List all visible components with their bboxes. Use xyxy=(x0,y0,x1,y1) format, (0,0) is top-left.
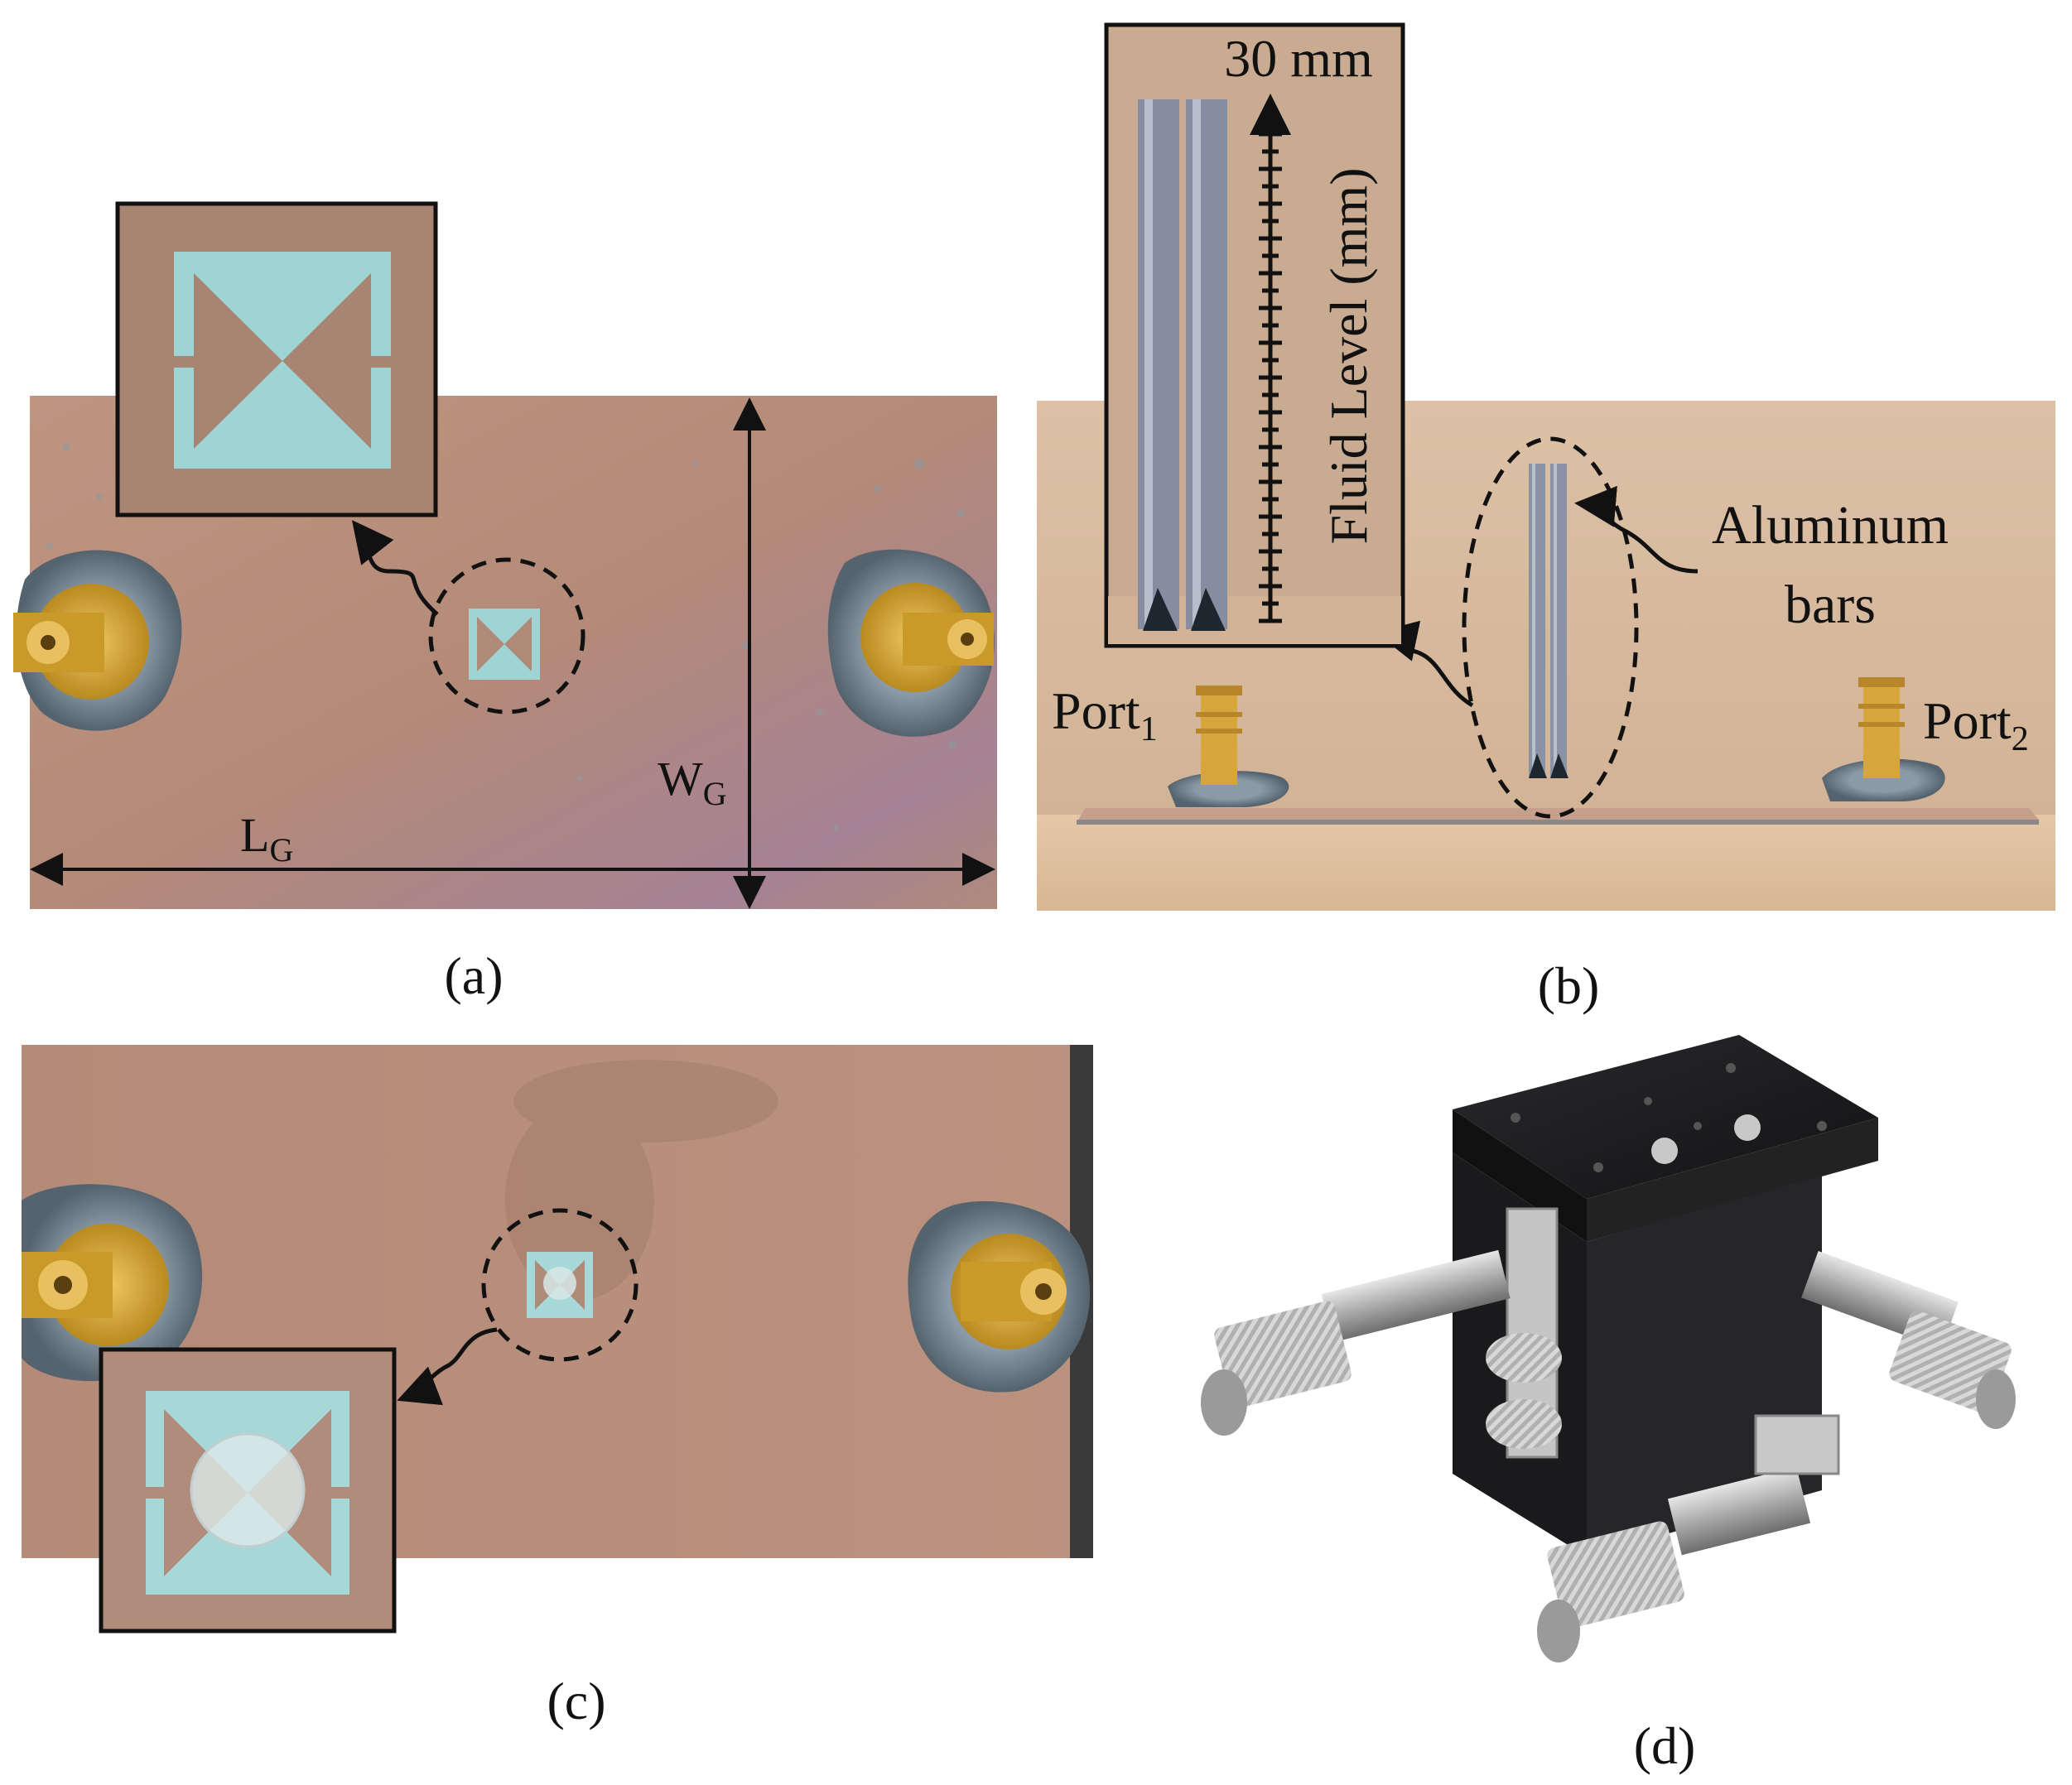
bowtie-resonator-small-a xyxy=(469,609,540,680)
pcb-side-b xyxy=(1077,808,2039,823)
stage-top-plate xyxy=(1453,1035,1878,1199)
panel-d: (d) xyxy=(1201,1035,2016,1775)
board-smudges-c xyxy=(505,1060,778,1300)
zoom-arrow-a xyxy=(351,520,439,616)
inset-zoom-a xyxy=(115,201,438,517)
caption-b: (b) xyxy=(1538,956,1600,1015)
table-surface-b xyxy=(1037,815,2055,911)
sma-connector-right-a xyxy=(827,549,995,737)
aluminum-bars-b xyxy=(1529,464,1568,778)
highlight-circle-c xyxy=(481,1208,638,1362)
scale-axis-label: Fluid Level (mm) xyxy=(1319,167,1378,544)
micrometer-right xyxy=(1801,1251,2016,1429)
caption-a: (a) xyxy=(444,946,503,1005)
width-label: WG xyxy=(658,752,727,812)
bowtie-resonator-small-c xyxy=(527,1252,593,1318)
scale-top-label: 30 mm xyxy=(1224,29,1373,88)
fluid-level-scale xyxy=(1250,94,1291,623)
panel-c: (c) xyxy=(22,1045,1093,1730)
panel-a: LG WG (a) xyxy=(13,201,997,1005)
bars-label-line2: bars xyxy=(1785,575,1876,635)
micrometer-front xyxy=(1537,1414,1840,1662)
highlight-circle-a xyxy=(428,557,585,714)
panel-b: 30 mm Fluid Level (mm) Aluminum bars Por… xyxy=(1037,22,2055,1015)
bars-pointer-arrow xyxy=(1574,485,1699,574)
port2-label: Port2 xyxy=(1923,691,2029,758)
bars-label-line1: Aluminum xyxy=(1712,495,1949,556)
zoom-arrow-c xyxy=(397,1327,498,1406)
sma-connector-right-c xyxy=(908,1200,1091,1393)
caption-d: (d) xyxy=(1634,1716,1696,1775)
thumbscrew-upper xyxy=(1486,1333,1562,1383)
sma-connector-left-c xyxy=(22,1184,203,1382)
micrometer-left xyxy=(1201,1249,1511,1436)
port2-connector-b xyxy=(1822,677,1945,801)
port1-connector-b xyxy=(1168,686,1289,807)
length-label: LG xyxy=(240,808,293,868)
inset-zoom-b xyxy=(1104,22,1405,648)
sma-connector-left-a xyxy=(13,550,182,731)
inset-zoom-c xyxy=(99,1347,397,1633)
thumbscrew-lower xyxy=(1486,1399,1562,1449)
port1-label: Port1 xyxy=(1052,681,1158,748)
caption-c: (c) xyxy=(547,1672,605,1730)
highlight-ellipse-b xyxy=(1462,436,1639,819)
